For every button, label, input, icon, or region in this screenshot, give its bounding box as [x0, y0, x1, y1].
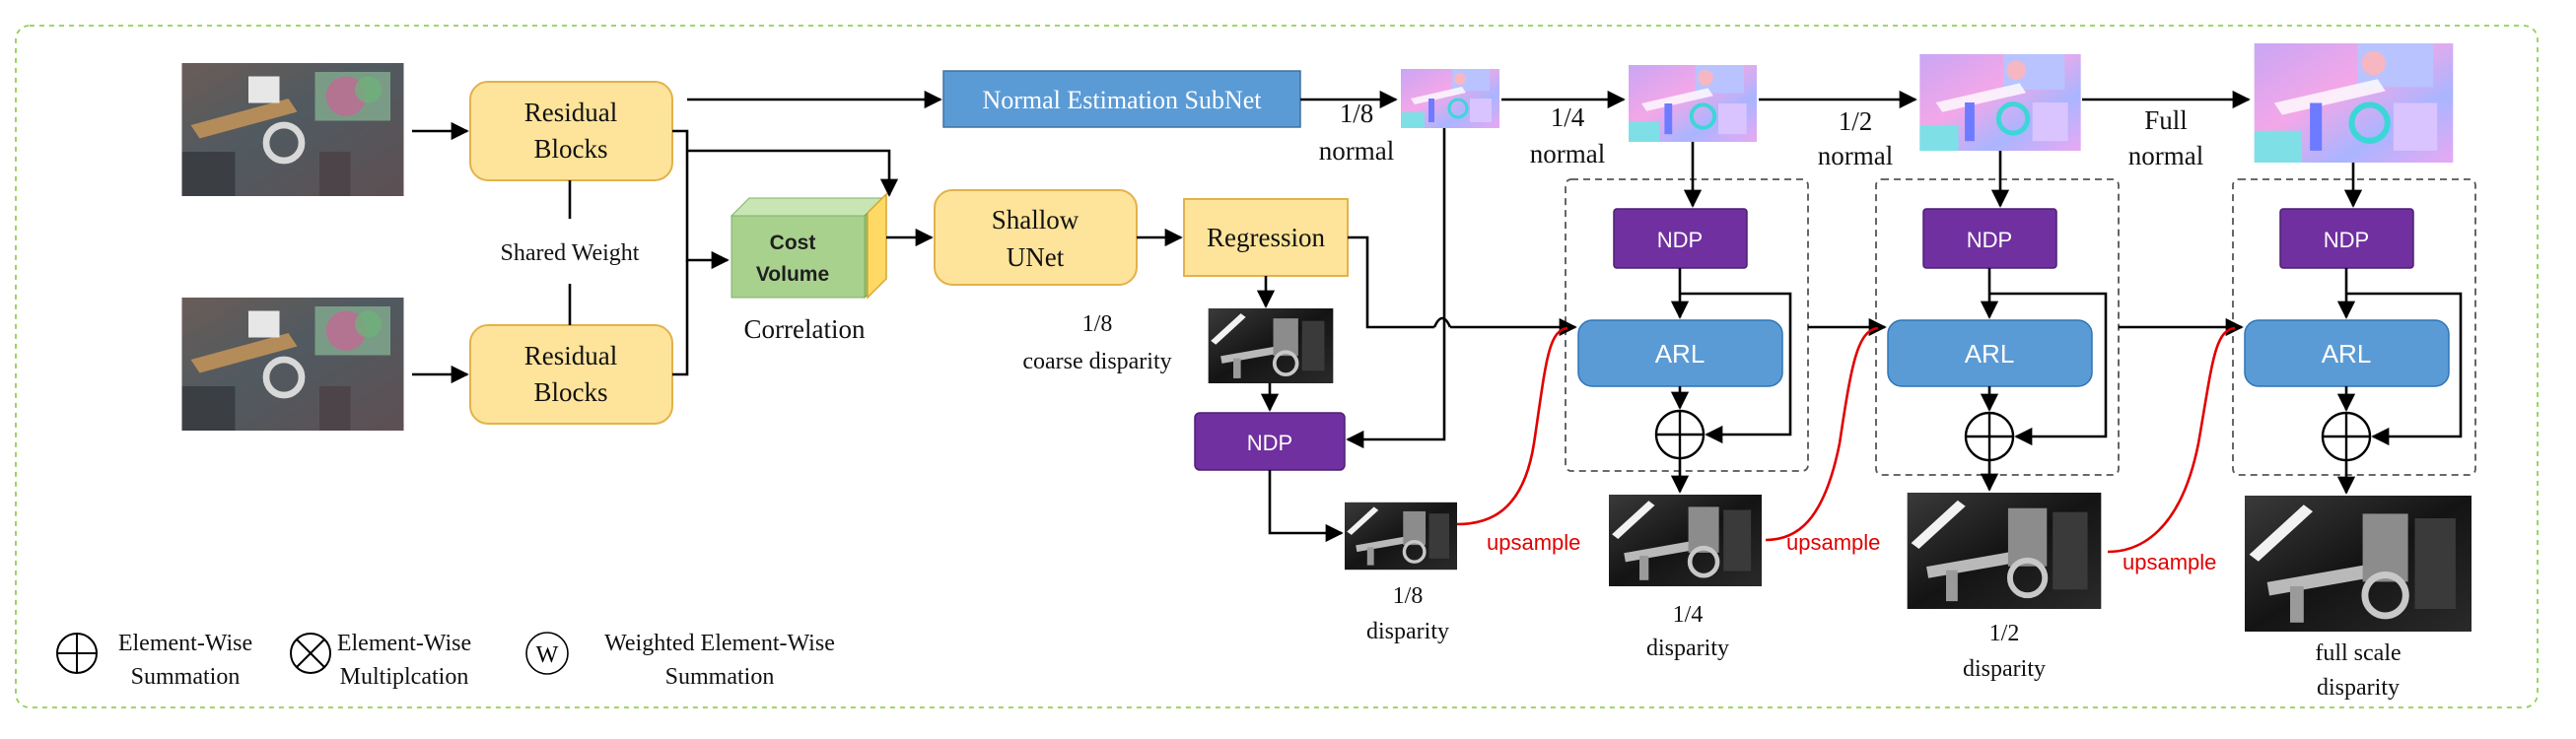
upsample-label-1: upsample [1487, 530, 1580, 555]
coarse-disparity-image [1209, 308, 1334, 383]
element-wise-sum-icon-1 [1654, 409, 1706, 460]
normal-1-4-line1: 1/4 [1551, 102, 1585, 132]
normal-map-1-8 [1399, 69, 1501, 128]
element-wise-sum-legend-icon [56, 633, 98, 674]
arl-block-3: ARL [2244, 319, 2450, 387]
ndp-label-1: NDP [1247, 431, 1292, 455]
disparity-1-2-line2: disparity [1963, 656, 2046, 682]
cost-volume-line2: Volume [756, 263, 829, 286]
normal-1-2-line1: 1/2 [1839, 106, 1873, 136]
disparity-1-8-line2: disparity [1366, 619, 1449, 644]
shared-weight-label: Shared Weight [501, 240, 640, 266]
weighted-symbol: W [536, 642, 559, 668]
residual-blocks-bottom: Residual Blocks [469, 324, 673, 425]
ndp-label-4: NDP [2324, 228, 2369, 252]
ndp-block-2: NDP [1613, 208, 1748, 269]
disparity-full-line1: full scale [2315, 640, 2401, 666]
normal-1-8-line2: normal [1319, 136, 1394, 166]
ndp-block-4: NDP [2279, 208, 2414, 269]
regression-label: Regression [1207, 223, 1325, 252]
normal-1-2-line2: normal [1818, 141, 1893, 170]
normal-map-1-2 [1919, 54, 2080, 151]
upsample-curves [1456, 326, 2236, 554]
residual-bottom-line1: Residual [524, 341, 618, 370]
regression-block: Regression [1183, 198, 1349, 277]
coarse-disparity-line2: coarse disparity [1022, 349, 1171, 374]
normal-map-full [2255, 43, 2454, 163]
arl-block-2: ARL [1887, 319, 2093, 387]
normal-1-8-line1: 1/8 [1340, 99, 1374, 128]
residual-blocks-top: Residual Blocks [469, 81, 673, 181]
normal-1-4-line2: normal [1530, 139, 1605, 168]
disparity-full-line2: disparity [2317, 675, 2400, 701]
arl-label-1: ARL [1655, 339, 1706, 369]
residual-bottom-line2: Blocks [533, 377, 607, 407]
ndp-label-2: NDP [1657, 228, 1703, 252]
correlation-label: Correlation [744, 314, 866, 344]
shallow-unet: Shallow UNet [934, 189, 1138, 286]
shallow-unet-line1: Shallow [992, 205, 1079, 235]
upsample-label-2: upsample [1786, 530, 1880, 555]
disparity-1-2-line1: 1/2 [1989, 621, 2020, 646]
element-wise-multiplication-legend-icon [290, 633, 331, 674]
disparity-1-4-line1: 1/4 [1673, 602, 1704, 628]
residual-top-line2: Blocks [533, 134, 607, 164]
legend-sum-line1: Element-Wise [118, 631, 252, 656]
outer-frame [15, 25, 2539, 708]
arl-label-2: ARL [1965, 339, 2015, 369]
legend-weighted-line2: Summation [665, 664, 775, 690]
legend-mul-line1: Element-Wise [337, 631, 471, 656]
weighted-sum-legend-icon: W [525, 632, 569, 675]
coarse-disparity-line1: 1/8 [1082, 311, 1113, 337]
right-input-image [182, 298, 404, 431]
legend-weighted-line1: Weighted Element-Wise [604, 631, 835, 656]
refinement-stage-1-frame [1565, 178, 1809, 472]
legend: Element-Wise Summation Element-Wise Mult… [56, 631, 835, 690]
left-input-image [182, 63, 404, 196]
disparity-1-4-line2: disparity [1646, 636, 1729, 661]
ndp-block-1: NDP [1194, 412, 1346, 471]
connection-lines [412, 90, 2463, 543]
normal-full-line2: normal [2128, 141, 2203, 170]
legend-mul-line2: Multiplcation [340, 664, 469, 690]
shallow-unet-line2: UNet [1007, 242, 1065, 272]
element-wise-sum-icon-3 [2321, 411, 2372, 462]
cost-volume: Cost Volume [730, 192, 887, 300]
arl-block-1: ARL [1577, 319, 1783, 387]
normal-map-1-4 [1629, 65, 1757, 142]
normal-subnet-label: Normal Estimation SubNet [982, 86, 1262, 114]
disparity-1-2-image [1908, 493, 2102, 609]
cost-volume-line1: Cost [770, 232, 816, 254]
disparity-1-4-image [1609, 495, 1762, 586]
upsample-label-3: upsample [2123, 550, 2216, 574]
disparity-1-8-line1: 1/8 [1393, 583, 1424, 609]
normal-full-line1: Full [2144, 105, 2188, 135]
ndp-label-3: NDP [1967, 228, 2012, 252]
disparity-full-image [2245, 496, 2472, 632]
residual-top-line1: Residual [524, 98, 618, 127]
disparity-1-8-image [1345, 500, 1457, 572]
ndp-block-3: NDP [1922, 208, 2057, 269]
normal-estimation-subnet: Normal Estimation SubNet [942, 70, 1301, 128]
legend-sum-line2: Summation [131, 664, 241, 690]
arl-label-3: ARL [2322, 339, 2372, 369]
element-wise-sum-icon-2 [1964, 411, 2015, 462]
